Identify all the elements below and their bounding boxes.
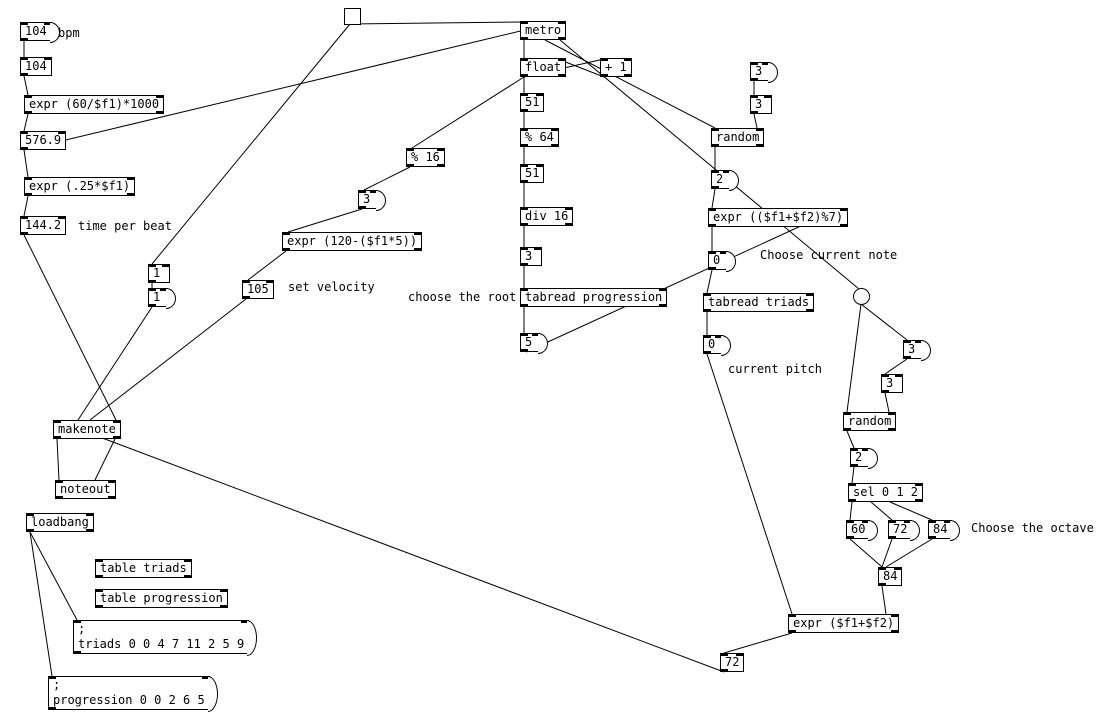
set-velocity-comment: set velocity: [288, 280, 375, 294]
plus-one-object: + 1: [600, 58, 632, 77]
one-message[interactable]: 1: [148, 288, 176, 309]
mod-counter-number[interactable]: 51: [520, 164, 545, 183]
velocity-step-message[interactable]: 3: [358, 190, 386, 211]
triads-data-message[interactable]: ; triads 0 0 4 7 11 2 5 9: [73, 620, 258, 656]
progression-data-message[interactable]: ; progression 0 0 2 6 5: [48, 676, 218, 712]
noteout-object: noteout: [55, 480, 116, 499]
step-message[interactable]: 2: [711, 170, 739, 191]
beat-number[interactable]: 144.2: [20, 216, 67, 235]
range-message-1[interactable]: 3: [750, 62, 778, 83]
expr-note-object: expr (($f1+$f2)%7): [708, 208, 849, 227]
counter-number[interactable]: 51: [520, 93, 545, 112]
octave-step-message[interactable]: 2: [850, 448, 878, 469]
root-message[interactable]: 5: [520, 333, 548, 354]
bpm-message[interactable]: 104: [20, 22, 60, 43]
bpm-number[interactable]: 104: [20, 57, 52, 76]
expr-velocity-object: expr (120-($f1*5)): [282, 232, 423, 251]
octave-number[interactable]: 84: [878, 567, 903, 586]
table-triads-object: table triads: [95, 559, 192, 578]
range-number-2[interactable]: 3: [881, 374, 903, 393]
float-object: float: [520, 58, 567, 77]
loadbang-object: loadbang: [26, 513, 94, 532]
div-16-object: div 16: [520, 207, 574, 226]
bpm-comment: bpm: [58, 26, 80, 40]
random-note-object: random: [711, 128, 765, 147]
octave-60-message[interactable]: 60: [846, 520, 880, 541]
tabread-triads-object: tabread triads: [703, 293, 815, 312]
table-progression-object: table progression: [95, 589, 228, 608]
mod-16-object: % 16: [406, 148, 445, 167]
final-pitch-number[interactable]: 72: [720, 653, 745, 672]
ms-number[interactable]: 576.9: [20, 131, 67, 150]
current-pitch-comment: current pitch: [728, 362, 822, 376]
tabread-progression-object: tabread progression: [520, 288, 668, 307]
one-number[interactable]: 1: [148, 264, 170, 283]
octave-84-message[interactable]: 84: [928, 520, 962, 541]
metro-toggle[interactable]: [344, 8, 361, 25]
octave-72-message[interactable]: 72: [888, 520, 922, 541]
range-message-2[interactable]: 3: [903, 340, 931, 361]
expr-beat-object: expr (.25*$f1): [24, 177, 136, 196]
metro-object: metro: [520, 21, 567, 40]
range-number-1[interactable]: 3: [750, 95, 772, 114]
choose-octave-comment: Choose the octave: [971, 521, 1094, 535]
random-octave-object: random: [843, 412, 897, 431]
expr-sum-object: expr ($f1+$f2): [788, 614, 900, 633]
makenote-object: makenote: [53, 420, 121, 439]
time-per-beat-comment: time per beat: [78, 219, 172, 233]
sel-object: sel 0 1 2: [848, 483, 924, 502]
current-note-message[interactable]: 0: [708, 251, 736, 272]
velocity-number[interactable]: 105: [242, 280, 274, 299]
choose-root-comment: choose the root: [408, 290, 517, 304]
mod-64-object: % 64: [520, 128, 559, 147]
choose-note-comment: Choose current note: [760, 248, 898, 262]
expr-ms-object: expr (60/$f1)*1000: [24, 95, 165, 114]
step-number[interactable]: 3: [520, 247, 542, 266]
octave-bang[interactable]: [853, 288, 870, 305]
current-pitch-message[interactable]: 0: [703, 335, 731, 356]
